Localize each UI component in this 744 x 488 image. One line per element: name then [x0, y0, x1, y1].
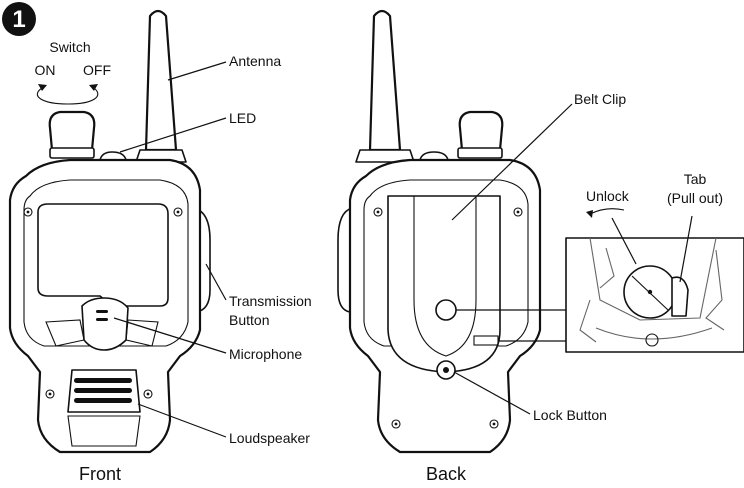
caption-back: Back [426, 464, 467, 484]
back-belt-clip-frame [387, 195, 501, 373]
label-unlock: Unlock [586, 188, 630, 204]
tab-detail-inset [565, 237, 744, 353]
back-clip-hole [435, 299, 457, 321]
front-display [37, 203, 169, 307]
front-knob [48, 110, 96, 152]
front-radio [8, 9, 211, 454]
label-loudspeaker: Loudspeaker [229, 430, 310, 446]
step-number: 1 [12, 6, 25, 33]
back-belt-clip [413, 195, 477, 357]
back-radio [337, 9, 542, 454]
label-antenna: Antenna [229, 53, 281, 69]
label-tab-line2: (Pull out) [667, 190, 723, 206]
switch-on-label: ON [35, 62, 56, 78]
label-lock-button: Lock Button [533, 407, 607, 423]
caption-front: Front [79, 464, 121, 484]
back-knob [458, 110, 504, 152]
inset-tab [671, 276, 689, 317]
switch-rotation-icon [36, 84, 99, 105]
label-transmission-line1: Transmission [229, 293, 312, 309]
switch-title: Switch [49, 39, 90, 55]
front-keypad [81, 297, 129, 351]
label-tab-line1: Tab [684, 171, 707, 187]
front-speaker-grille [74, 378, 132, 403]
unlock-arrow-icon [586, 208, 625, 218]
label-led: LED [229, 110, 256, 126]
label-belt-clip: Belt Clip [574, 91, 626, 107]
front-antenna [144, 9, 178, 152]
switch-off-label: OFF [83, 62, 111, 78]
back-antenna [368, 9, 402, 152]
front-microphone-slots [96, 310, 108, 321]
label-transmission-line2: Button [229, 312, 269, 328]
label-microphone: Microphone [229, 346, 302, 362]
front-led [99, 151, 127, 161]
back-side-button [337, 207, 353, 313]
step-badge: 1 [2, 2, 36, 36]
